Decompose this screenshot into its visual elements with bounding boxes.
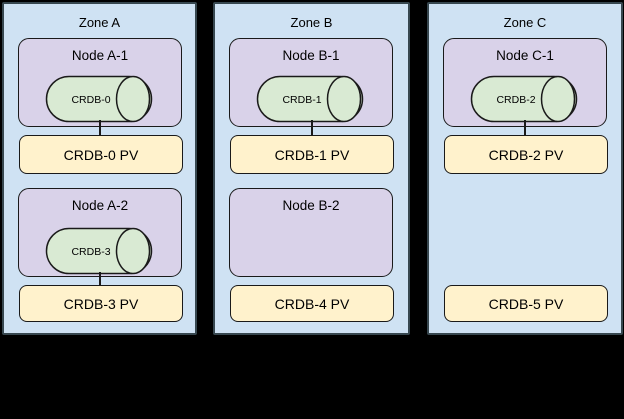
pv-box-crdb-3: CRDB-3 PV — [19, 285, 183, 322]
zone-title: Zone B — [290, 15, 333, 30]
pod-pv-connector-line — [310, 120, 313, 136]
node-label: Node B-2 — [282, 198, 340, 213]
pod-label: CRDB-0 — [71, 94, 110, 106]
pod-label: CRDB-3 — [71, 246, 110, 258]
node-c-1: Node C-1 CRDB-2 — [443, 38, 607, 127]
node-label: Node A-2 — [71, 198, 129, 213]
zone-title: Zone C — [503, 15, 547, 30]
pod-label: CRDB-2 — [496, 94, 535, 106]
pv-box-crdb-4: CRDB-4 PV — [230, 285, 394, 322]
node-label: Node C-1 — [496, 48, 554, 63]
pv-box-crdb-1: CRDB-1 PV — [230, 135, 394, 174]
zone-c: Zone C Node C-1 CRDB-2 CRDB-2 PV CRDB-5 … — [427, 2, 623, 335]
zone-a: Zone A Node A-1 CRDB-0 CRDB-0 PV Node A-… — [2, 2, 197, 335]
node-label: Node A-1 — [71, 48, 129, 63]
zone-title: Zone A — [78, 15, 121, 30]
node-b-1: Node B-1 CRDB-1 — [229, 38, 393, 127]
pod-pv-connector-line — [98, 272, 101, 286]
crdb-pod-cylinder-icon: CRDB-0 — [45, 75, 155, 123]
pv-box-crdb-5: CRDB-5 PV — [444, 285, 608, 322]
node-a-1: Node A-1 CRDB-0 — [18, 38, 182, 127]
node-label: Node B-1 — [282, 48, 340, 63]
pv-box-crdb-2: CRDB-2 PV — [444, 135, 608, 174]
pod-pv-connector-line — [524, 120, 526, 136]
pv-box-crdb-0: CRDB-0 PV — [19, 135, 183, 174]
node-a-2: Node A-2 CRDB-3 — [18, 188, 182, 277]
crdb-pod-cylinder-icon: CRDB-2 — [470, 75, 580, 123]
node-b-2: Node B-2 — [229, 188, 393, 277]
zone-b: Zone B Node B-1 CRDB-1 CRDB-1 PV Node B-… — [213, 2, 410, 335]
crdb-pod-cylinder-icon: CRDB-1 — [256, 75, 366, 123]
crdb-pod-cylinder-icon: CRDB-3 — [45, 227, 155, 275]
pod-label: CRDB-1 — [282, 94, 321, 106]
pod-pv-connector-line — [98, 120, 101, 136]
